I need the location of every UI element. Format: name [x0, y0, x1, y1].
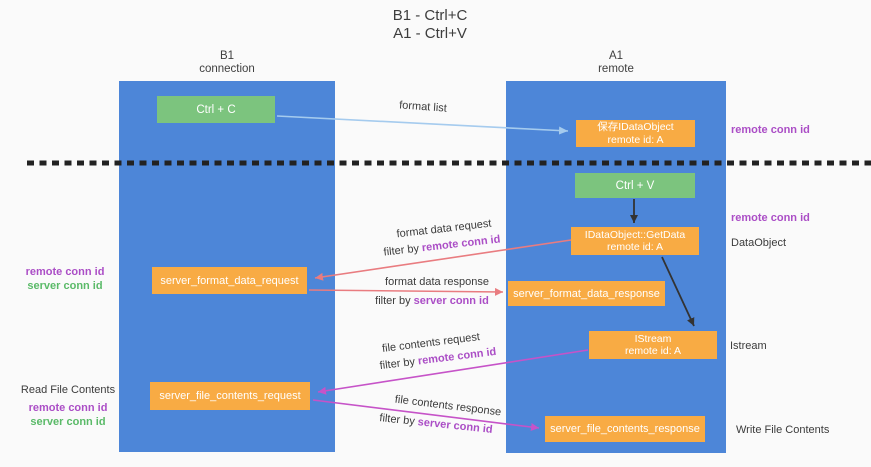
ctrl-c-label: Ctrl + C — [196, 103, 236, 116]
format-server-conn-id-label: server conn id — [27, 280, 103, 292]
left-column-role: connection — [199, 63, 255, 75]
getdata-to-istream-arrow — [661, 256, 695, 327]
save-dataobject-line2: remote id: A — [607, 133, 664, 146]
left-column-header: B1 connection — [157, 50, 297, 76]
left-column-name: B1 — [219, 50, 235, 62]
ctrl-v-label: Ctrl + V — [615, 179, 655, 192]
file-contents-response-arrow — [312, 399, 540, 431]
ctrl-v-box: Ctrl + V — [575, 173, 695, 198]
save-dataobject-line1: 保存IDataObject — [597, 121, 674, 133]
server-format-data-request-label: server_format_data_request — [160, 274, 299, 287]
getdata-line1: IDataObject::GetData — [584, 228, 686, 241]
file-contents-request-arrow — [317, 349, 589, 395]
save-dataobject-box: 保存IDataObject remote id: A — [576, 120, 695, 147]
file-conn-ids-group: Read File Contents remote conn id server… — [8, 383, 128, 429]
title-line-2: A1 - Ctrl+V — [393, 25, 467, 42]
write-file-contents-label: Write File Contents — [736, 424, 830, 436]
server-file-contents-request-box: server_file_contents_request — [150, 382, 310, 410]
server-file-contents-response-box: server_file_contents_response — [545, 416, 705, 442]
format-data-response-label: format data response — [385, 276, 489, 288]
format-remote-conn-id-label: remote conn id — [25, 266, 105, 278]
ctrl-c-box: Ctrl + C — [157, 96, 275, 123]
title-line-1: B1 - Ctrl+C — [392, 7, 468, 24]
server-conn-id-key: server conn id — [413, 295, 489, 307]
istream-line2: remote id: A — [624, 345, 682, 357]
server-format-data-response-box: server_format_data_response — [508, 281, 665, 306]
right-column-name: A1 — [608, 50, 624, 62]
server-file-contents-response-label: server_file_contents_response — [550, 423, 700, 435]
format-data-request-arrow — [314, 239, 572, 281]
diagram-title: B1 - Ctrl+C A1 - Ctrl+V — [0, 7, 860, 43]
istream-line1: IStream — [634, 332, 672, 345]
remote-conn-id-label-top: remote conn id — [731, 124, 810, 136]
server-format-data-request-box: server_format_data_request — [152, 267, 307, 294]
filter-by-text: filter by — [375, 295, 411, 307]
file-server-conn-id-label: server conn id — [30, 416, 106, 428]
server-format-data-response-label: server_format_data_response — [513, 287, 660, 300]
getdata-box: IDataObject::GetData remote id: A — [571, 227, 699, 255]
format-list-arrow — [276, 115, 569, 135]
istream-side-label: Istream — [730, 340, 767, 352]
dataobject-label: DataObject — [731, 237, 787, 249]
server-file-contents-request-label: server_file_contents_request — [159, 390, 301, 402]
format-data-response-arrow — [308, 287, 504, 296]
right-column-header: A1 remote — [546, 50, 686, 76]
file-remote-conn-id-label: remote conn id — [28, 402, 108, 414]
format-conn-ids-group: remote conn id server conn id — [5, 265, 125, 293]
getdata-line2: remote id: A — [606, 241, 664, 253]
istream-box: IStream remote id: A — [589, 331, 717, 359]
remote-conn-id-label-ctrlv: remote conn id — [731, 212, 810, 224]
right-column-role: remote — [598, 63, 634, 75]
read-file-contents-label: Read File Contents — [20, 384, 116, 396]
